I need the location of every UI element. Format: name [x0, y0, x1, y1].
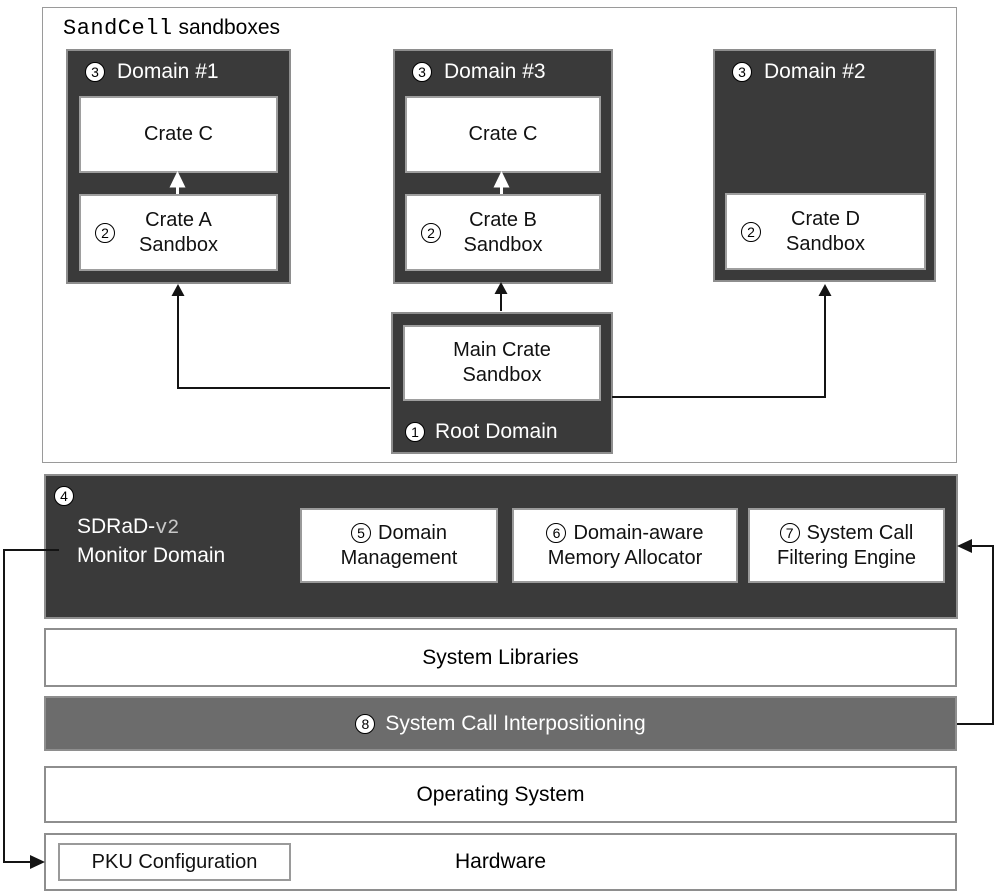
- domain-1-sandbox-box: 2 Crate A Sandbox: [79, 194, 278, 271]
- system-libraries-layer: System Libraries: [44, 628, 957, 687]
- domain-1-crate-c-label: Crate C: [144, 123, 213, 145]
- domain-3-sandbox-line1: Crate B: [469, 208, 537, 231]
- system-libraries-label: System Libraries: [422, 645, 579, 669]
- main-crate-sandbox-label: Main Crate Sandbox: [453, 338, 551, 388]
- hardware-layer: Hardware PKU Configuration: [44, 833, 957, 891]
- sandcell-sandboxes-container: SandCell sandboxes 3 Domain #1 Crate C 2…: [42, 7, 957, 463]
- memory-allocator-label-1: Domain-aware: [573, 521, 704, 544]
- memory-allocator-label-2: Memory Allocator: [547, 546, 703, 569]
- sandcell-title: SandCell sandboxes: [63, 16, 280, 41]
- domain-1-label: Domain #1: [117, 60, 219, 83]
- memory-allocator-line1: 6 Domain-aware: [546, 521, 704, 546]
- domain-1-sandbox-label: Crate A Sandbox: [139, 208, 218, 258]
- circled-3-icon: 3: [732, 62, 752, 82]
- domain-3-sandbox-box: 2 Crate B Sandbox: [405, 194, 601, 271]
- sandcell-suffix-label: sandboxes: [178, 16, 281, 39]
- domain-3-label: Domain #3: [444, 60, 546, 83]
- domain-management-label-1: Domain: [378, 521, 447, 544]
- monitor-domain-title: SDRaD-v2 Monitor Domain: [77, 513, 225, 569]
- circled-5-icon: 5: [351, 523, 372, 543]
- domain-2-header: 3 Domain #2: [732, 60, 866, 84]
- domain-1-crate-c-box: Crate C: [79, 96, 278, 173]
- operating-system-layer: Operating System: [44, 766, 957, 823]
- root-domain-label: Root Domain: [435, 420, 558, 443]
- domain-management-line1: 5 Domain: [351, 521, 447, 546]
- main-crate-line2: Sandbox: [462, 364, 542, 386]
- root-domain-box: Main Crate Sandbox 1 Root Domain: [391, 312, 613, 454]
- domain-3-header: 3 Domain #3: [412, 60, 546, 84]
- pku-configuration-label: PKU Configuration: [91, 850, 258, 873]
- domain-3-box: 3 Domain #3 Crate C 2 Crate B Sandbox: [393, 49, 613, 284]
- syscall-filtering-line1: 7 System Call: [779, 521, 914, 546]
- syscall-filtering-box: 7 System Call Filtering Engine: [748, 508, 945, 583]
- syscall-filtering-label-1: System Call: [806, 521, 914, 544]
- syscall-interpositioning-layer: 8 System Call Interpositioning: [44, 696, 957, 751]
- circled-2-icon: 2: [741, 221, 761, 242]
- domain-3-crate-c-label: Crate C: [468, 123, 538, 145]
- domain-2-sandbox-label: Crate D Sandbox: [786, 207, 865, 257]
- main-crate-sandbox-box: Main Crate Sandbox: [403, 325, 601, 401]
- circled-7-icon: 7: [779, 523, 800, 543]
- pku-configuration-box: PKU Configuration: [58, 843, 291, 881]
- circled-4-icon: 4: [54, 486, 74, 506]
- circled-3-icon: 3: [85, 62, 105, 82]
- monitor-name-version: v2: [155, 517, 180, 540]
- main-crate-line1: Main Crate: [453, 339, 551, 361]
- arrow-interpositioning-to-filter: [957, 539, 994, 725]
- domain-2-sandbox-line1: Crate D: [791, 207, 860, 230]
- circled-1-icon: 1: [405, 422, 425, 442]
- monitor-name-line2: Monitor Domain: [77, 544, 226, 567]
- syscall-interpositioning-label: System Call Interpositioning: [385, 711, 646, 735]
- circled-3-icon: 3: [412, 62, 432, 82]
- domain-1-header: 3 Domain #1: [85, 60, 219, 84]
- domain-1-sandbox-line2: Sandbox: [139, 233, 218, 256]
- domain-3-sandbox-label: Crate B Sandbox: [464, 208, 543, 258]
- domain-1-box: 3 Domain #1 Crate C 2 Crate A Sandbox: [66, 49, 291, 284]
- sandcell-brand-label: SandCell: [63, 16, 173, 41]
- domain-management-label-2: Management: [340, 546, 458, 569]
- domain-3-sandbox-line2: Sandbox: [463, 233, 543, 256]
- circled-2-icon: 2: [95, 222, 115, 243]
- circled-8-icon: 8: [355, 713, 376, 734]
- operating-system-label: Operating System: [416, 782, 585, 806]
- domain-2-box: 3 Domain #2 2 Crate D Sandbox: [713, 49, 936, 282]
- root-domain-header: 1 Root Domain: [405, 420, 558, 444]
- domain-management-box: 5 Domain Management: [300, 508, 498, 583]
- domain-2-sandbox-box: 2 Crate D Sandbox: [725, 193, 926, 270]
- monitor-domain-box: 4 SDRaD-v2 Monitor Domain 5 Domain Manag…: [44, 474, 958, 619]
- memory-allocator-box: 6 Domain-aware Memory Allocator: [512, 508, 738, 583]
- domain-2-sandbox-line2: Sandbox: [786, 232, 865, 255]
- monitor-name-prefix: SDRaD-: [77, 515, 156, 538]
- syscall-interpositioning-content: 8 System Call Interpositioning: [355, 711, 646, 736]
- circled-2-icon: 2: [421, 222, 441, 243]
- domain-2-label: Domain #2: [764, 60, 866, 83]
- syscall-filtering-label-2: Filtering Engine: [777, 546, 916, 569]
- hardware-label: Hardware: [454, 850, 547, 873]
- circled-6-icon: 6: [546, 523, 567, 543]
- domain-1-sandbox-line1: Crate A: [145, 208, 212, 231]
- monitor-name-line1: SDRaD-v2: [77, 513, 225, 542]
- domain-3-crate-c-box: Crate C: [405, 96, 601, 173]
